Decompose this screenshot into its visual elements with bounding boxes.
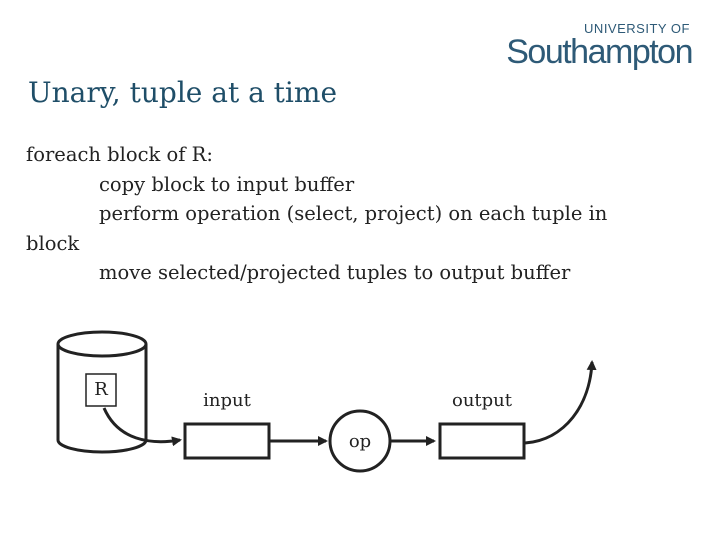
university-logo: UNIVERSITY OF Southampton	[506, 21, 693, 71]
operator-label: op	[349, 431, 371, 452]
logo-university-of: UNIVERSITY OF	[584, 21, 690, 36]
body-line-foreach: foreach block of R:	[26, 143, 213, 166]
body-line-move: move selected/projected tuples to output…	[99, 261, 571, 284]
arrow-r-to-input	[102, 407, 182, 447]
arrow-output-out	[524, 360, 597, 445]
output-buffer	[438, 422, 526, 460]
slide-title: Unary, tuple at a time	[28, 76, 338, 109]
output-label: output	[452, 390, 513, 411]
relation-label: R	[94, 379, 108, 400]
relation-block	[85, 373, 117, 407]
input-label: input	[203, 390, 251, 411]
slide-body: foreach block of R: copy block to input …	[26, 140, 666, 288]
body-line-copy: copy block to input buffer	[99, 172, 355, 196]
body-line-block: block	[26, 231, 80, 255]
logo-southampton: Southampton	[506, 33, 693, 71]
input-buffer	[183, 422, 271, 460]
body-line-perform: perform operation (select, project) on e…	[99, 202, 608, 225]
